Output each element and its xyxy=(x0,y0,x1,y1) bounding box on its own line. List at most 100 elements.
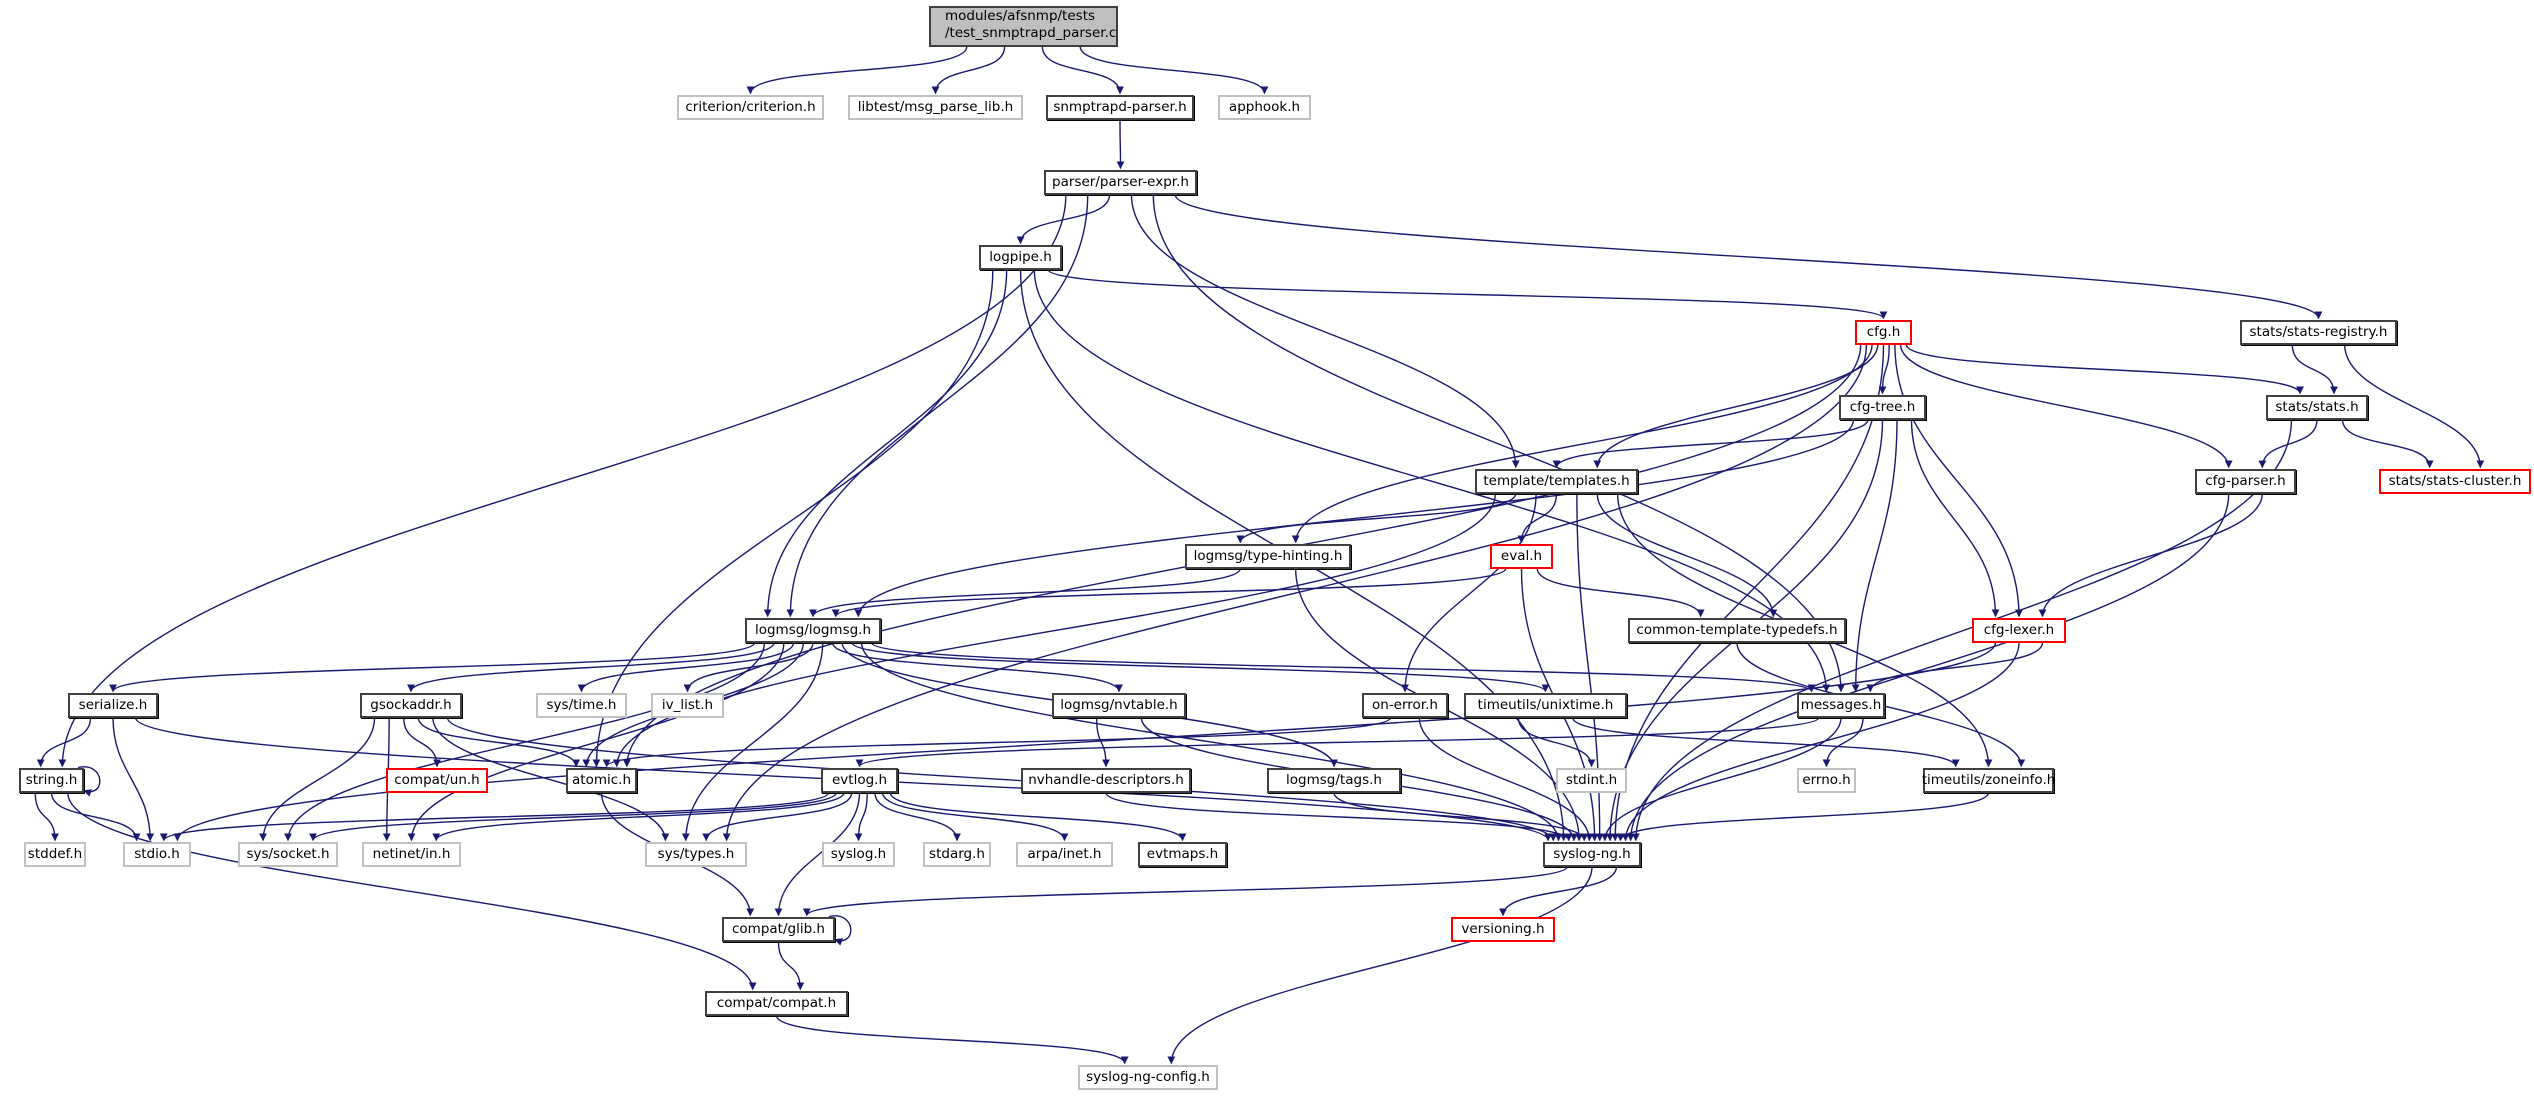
edge-messages-to-syslogng xyxy=(1600,717,1842,842)
node-statscluster[interactable]: stats/stats-cluster.h xyxy=(2379,468,2531,494)
edge-messages-to-errno xyxy=(1822,717,1864,768)
edge-logpipe-to-messages xyxy=(1033,269,1831,693)
node-nvtable[interactable]: logmsg/nvtable.h xyxy=(1052,692,1186,718)
node-gsockaddr[interactable]: gsockaddr.h xyxy=(360,692,462,718)
edge-unixtime-to-stdint xyxy=(1517,717,1596,768)
node-label: snmptrapd-parser.h xyxy=(1053,98,1187,115)
node-ivlist[interactable]: iv_list.h xyxy=(651,692,724,718)
edge-unixtime-to-zoneinfo xyxy=(1571,717,1960,768)
node-zoneinfo[interactable]: timeutils/zoneinfo.h xyxy=(1922,767,2055,793)
node-label: serialize.h xyxy=(78,696,148,713)
node-apphook[interactable]: apphook.h xyxy=(1218,94,1311,120)
node-label: sys/socket.h xyxy=(246,845,330,862)
edge-string-to-string xyxy=(77,766,101,797)
node-snmptrapd[interactable]: snmptrapd-parser.h xyxy=(1046,94,1194,120)
node-string[interactable]: string.h xyxy=(19,767,84,793)
node-libtest[interactable]: libtest/msg_parse_lib.h xyxy=(848,94,1023,120)
edge-parserexpr-to-logmsg xyxy=(786,194,1089,618)
node-compatcompat[interactable]: compat/compat.h xyxy=(705,990,848,1016)
edge-cfg-to-typehinting xyxy=(1291,344,1873,544)
edge-templates-to-typehinting xyxy=(1236,493,1517,544)
node-statsregistry[interactable]: stats/stats-registry.h xyxy=(2240,319,2397,345)
edge-parserexpr-to-statsregistry xyxy=(1174,194,2323,320)
edge-snmptrapd-to-parserexpr xyxy=(1116,119,1125,170)
node-serialize[interactable]: serialize.h xyxy=(68,692,158,718)
node-systime[interactable]: sys/time.h xyxy=(536,692,627,718)
node-evtmaps[interactable]: evtmaps.h xyxy=(1138,841,1227,867)
node-tags[interactable]: logmsg/tags.h xyxy=(1267,767,1401,793)
node-eval[interactable]: eval.h xyxy=(1490,543,1553,569)
edge-zoneinfo-to-syslogng xyxy=(1616,792,1990,842)
node-evtlog[interactable]: evtlog.h xyxy=(821,767,898,793)
node-syslogngconfig[interactable]: syslog-ng-config.h xyxy=(1078,1064,1218,1090)
node-compatglib[interactable]: compat/glib.h xyxy=(722,916,835,942)
edge-templates-to-onerror xyxy=(1401,493,1537,693)
node-label: stdarg.h xyxy=(929,845,985,862)
edge-evtlog-to-evtmaps xyxy=(889,792,1187,842)
node-netinet[interactable]: netinet/in.h xyxy=(362,841,461,867)
node-unixtime[interactable]: timeutils/unixtime.h xyxy=(1464,692,1627,718)
node-cfglexer[interactable]: cfg-lexer.h xyxy=(1972,617,2066,643)
edge-compatcompat-to-syslogngconfig xyxy=(775,1015,1129,1065)
edge-parserexpr-to-templates xyxy=(1130,194,1520,469)
edge-gsockaddr-to-systypes xyxy=(432,717,670,842)
node-stdint[interactable]: stdint.h xyxy=(1556,767,1627,793)
node-atomic[interactable]: atomic.h xyxy=(566,767,637,793)
node-stdio[interactable]: stdio.h xyxy=(123,841,191,867)
node-root-file[interactable]: modules/afsnmp/tests /test_snmptrapd_par… xyxy=(929,6,1118,47)
node-label: iv_list.h xyxy=(661,696,714,713)
node-versioning[interactable]: versioning.h xyxy=(1451,916,1555,942)
node-stdarg[interactable]: stdarg.h xyxy=(923,841,991,867)
node-onerror[interactable]: on-error.h xyxy=(1362,692,1448,718)
node-label: nvhandle-descriptors.h xyxy=(1028,771,1184,788)
node-parserexpr[interactable]: parser/parser-expr.h xyxy=(1044,169,1197,195)
edge-evtlog-to-stdarg xyxy=(874,792,961,842)
node-compatun[interactable]: compat/un.h xyxy=(386,767,488,793)
node-label: syslog-ng-config.h xyxy=(1086,1068,1210,1085)
node-typehinting[interactable]: logmsg/type-hinting.h xyxy=(1185,543,1351,569)
edge-syslogng-to-syslogngconfig xyxy=(1167,866,1593,1065)
node-errno[interactable]: errno.h xyxy=(1797,767,1856,793)
node-logpipe[interactable]: logpipe.h xyxy=(979,244,1062,270)
edge-logmsg-to-nvtable xyxy=(831,642,1123,693)
node-arpainet[interactable]: arpa/inet.h xyxy=(1016,841,1113,867)
node-label: template/templates.h xyxy=(1483,472,1630,489)
node-label: logpipe.h xyxy=(989,248,1052,265)
edge-templates-to-atomic xyxy=(612,493,1497,768)
node-stats[interactable]: stats/stats.h xyxy=(2266,394,2368,420)
node-label: sys/types.h xyxy=(657,845,735,862)
node-label: timeutils/unixtime.h xyxy=(1477,696,1614,713)
node-syslog[interactable]: syslog.h xyxy=(822,841,895,867)
node-templates[interactable]: template/templates.h xyxy=(1475,468,1638,494)
node-label: cfg.h xyxy=(1866,323,1901,340)
node-logmsg[interactable]: logmsg/logmsg.h xyxy=(745,617,881,643)
node-label: stats/stats-registry.h xyxy=(2249,323,2388,340)
node-stddef[interactable]: stddef.h xyxy=(24,841,86,867)
node-messages[interactable]: messages.h xyxy=(1797,692,1885,718)
node-ctt[interactable]: common-template-typedefs.h xyxy=(1628,617,1846,643)
edge-logmsg-to-serialize xyxy=(109,641,756,693)
edge-root-to-criterion xyxy=(746,46,968,95)
node-cfgtree[interactable]: cfg-tree.h xyxy=(1839,394,1926,420)
node-label: cfg-parser.h xyxy=(2205,472,2286,489)
node-nvhandle[interactable]: nvhandle-descriptors.h xyxy=(1021,767,1191,793)
node-systypes[interactable]: sys/types.h xyxy=(645,841,747,867)
edge-parserexpr-to-messages xyxy=(1152,194,1845,693)
edge-evtlog-to-stdio xyxy=(159,791,830,842)
node-syslogng[interactable]: syslog-ng.h xyxy=(1543,841,1641,867)
node-label: logmsg/type-hinting.h xyxy=(1193,547,1343,564)
node-label: criterion/criterion.h xyxy=(685,98,816,115)
edge-onerror-to-atomic xyxy=(602,716,1392,768)
edge-evtlog-to-syslog xyxy=(854,792,868,842)
node-label: logmsg/logmsg.h xyxy=(754,621,872,638)
node-cfgparser[interactable]: cfg-parser.h xyxy=(2195,468,2296,494)
node-label: syslog.h xyxy=(830,845,887,862)
edge-templates-to-eval xyxy=(1517,493,1558,544)
edge-string-to-compatcompat xyxy=(67,792,757,991)
edge-stats-to-syslogng xyxy=(1631,419,2293,842)
node-label: stats/stats-cluster.h xyxy=(2388,472,2522,489)
node-syssocket[interactable]: sys/socket.h xyxy=(238,841,338,867)
node-cfg[interactable]: cfg.h xyxy=(1855,319,1912,345)
node-criterion[interactable]: criterion/criterion.h xyxy=(677,94,824,120)
